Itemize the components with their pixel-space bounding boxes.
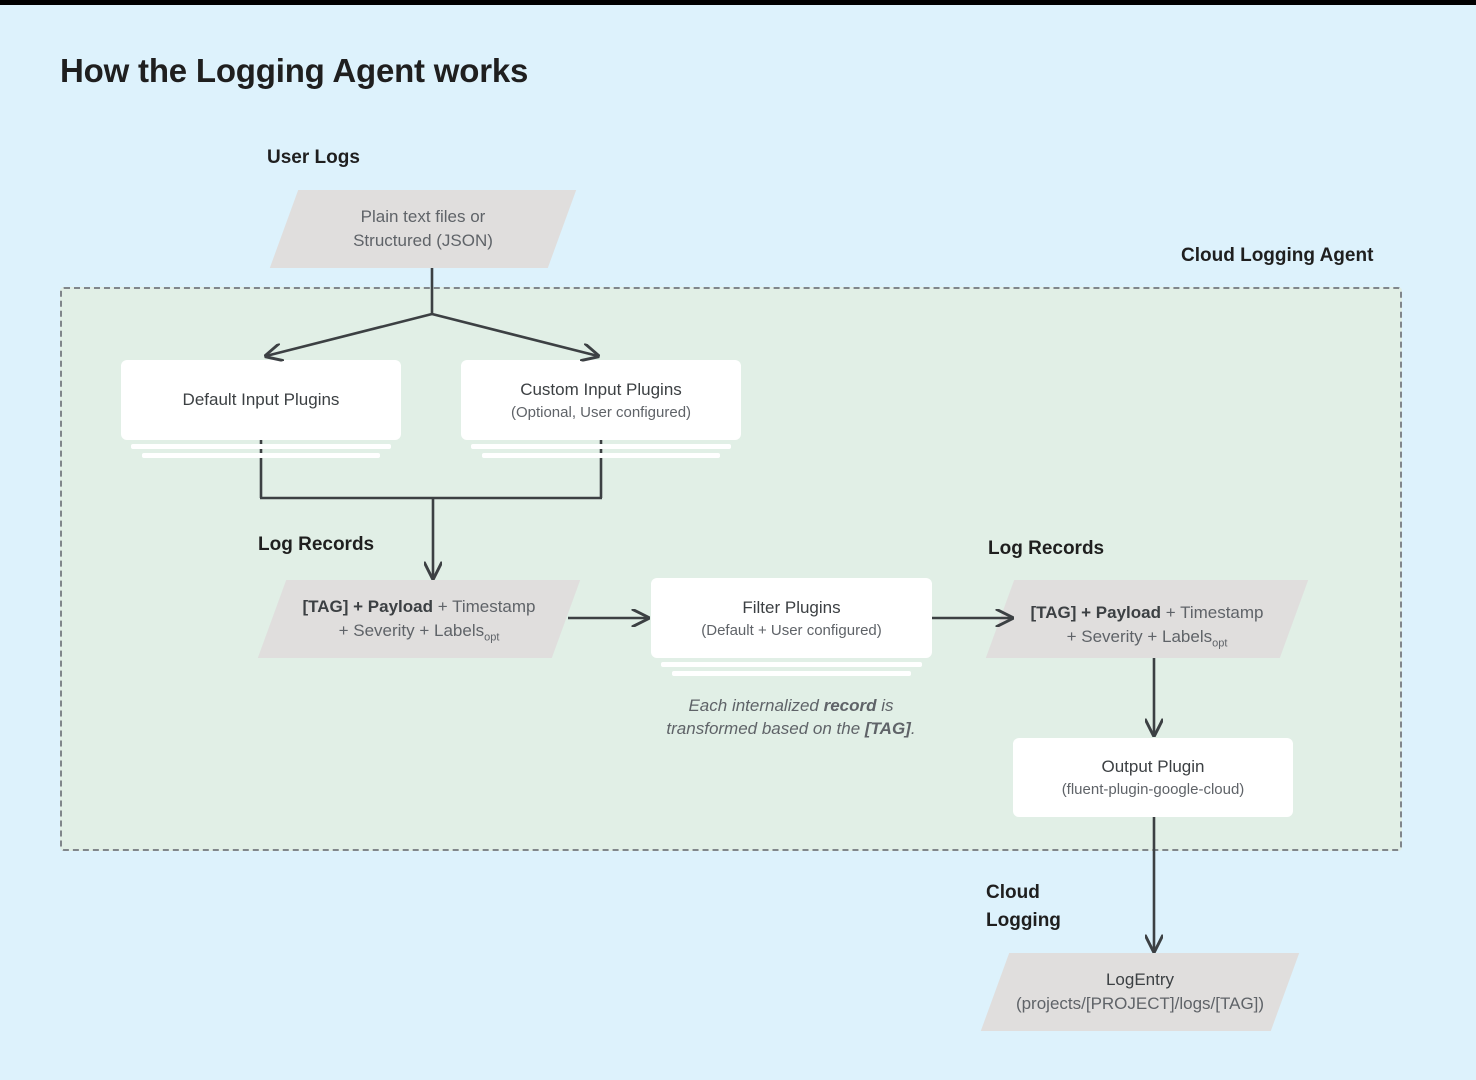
user-logs-line-2: Structured (JSON) <box>353 231 493 250</box>
page-title: How the Logging Agent works <box>60 52 529 89</box>
log-entry-label: LogEntry (projects/[PROJECT]/logs/[TAG]) <box>990 968 1290 1016</box>
zone-label-cloud-logging-agent: Cloud Logging Agent <box>1181 245 1374 266</box>
filter-plugins-subtitle: (Default + User configured) <box>701 621 882 639</box>
custom-input-plugins-card[interactable]: Custom Input Plugins (Optional, User con… <box>461 360 741 440</box>
output-plugin-card[interactable]: Output Plugin (fluent-plugin-google-clou… <box>1013 738 1293 817</box>
default-input-stack-layer-1 <box>131 444 391 449</box>
log-entry-subtitle: (projects/[PROJECT]/logs/[TAG]) <box>1015 994 1265 1013</box>
log-record-right-rest-2: + Severity + Labels <box>1066 627 1213 646</box>
output-plugin-title: Output Plugin <box>1101 757 1205 776</box>
log-record-right-payload: Payload <box>1095 603 1161 622</box>
log-record-right-label: [TAG] + Payload + Timestamp + Severity +… <box>996 601 1298 655</box>
filter-caption-2c: . <box>910 719 916 738</box>
zone-label-cloud-logging: Cloud Logging <box>986 879 1061 935</box>
log-record-left-tag: [TAG] <box>302 597 349 616</box>
filter-caption-2a: transformed based on the <box>666 719 865 738</box>
custom-input-stack-layer-1 <box>471 444 731 449</box>
filter-caption-2b: [TAG] <box>864 719 911 738</box>
custom-input-plugins-title: Custom Input Plugins <box>520 379 682 399</box>
custom-input-plugins-subtitle: (Optional, User configured) <box>510 403 692 421</box>
log-record-right-plus: + <box>1076 603 1096 622</box>
filter-caption-1c: is <box>876 696 894 715</box>
cloud-logging-line-1: Cloud <box>986 882 1040 903</box>
log-record-right-sub: opt <box>1212 637 1228 650</box>
log-record-left-line-1: [TAG] + Payload + Timestamp <box>268 595 570 619</box>
custom-input-stack-layer-2 <box>482 453 720 458</box>
log-entry-title: LogEntry <box>1105 970 1175 989</box>
log-record-left-rest-2: + Severity + Labels <box>338 621 485 640</box>
zone-label-log-records-left: Log Records <box>258 534 375 555</box>
output-plugin-subtitle: (fluent-plugin-google-cloud) <box>1061 781 1245 798</box>
log-record-left-line-2: + Severity + Labelsopt <box>268 619 570 649</box>
user-logs-line-1: Plain text files or <box>360 207 486 226</box>
log-record-left-sub: opt <box>484 631 500 644</box>
filter-plugins-stack-layer-1 <box>661 662 922 667</box>
log-record-left-plus: + <box>348 597 368 616</box>
log-record-right-line-1: [TAG] + Payload + Timestamp <box>996 601 1298 625</box>
filter-caption-line-2: transformed based on the [TAG]. <box>641 717 941 740</box>
log-record-right-tag: [TAG] <box>1030 603 1077 622</box>
filter-plugins-stack-layer-2 <box>672 671 911 676</box>
cloud-logging-line-2: Logging <box>986 910 1061 931</box>
log-record-left-payload: Payload <box>367 597 433 616</box>
filter-caption-line-1: Each internalized record is <box>641 694 941 717</box>
filter-plugins-caption: Each internalized record is transformed … <box>641 694 941 740</box>
log-record-right-rest-1: + Timestamp <box>1161 603 1264 622</box>
top-black-bar <box>0 0 1476 5</box>
default-input-plugins-title: Default Input Plugins <box>182 390 340 409</box>
log-record-right-line-2: + Severity + Labelsopt <box>996 625 1298 655</box>
zone-label-log-records-right: Log Records <box>988 538 1105 559</box>
filter-caption-1b: record <box>823 696 877 715</box>
filter-plugins-title: Filter Plugins <box>742 597 841 617</box>
log-record-left-rest-1: + Timestamp <box>433 597 536 616</box>
zone-label-user-logs: User Logs <box>267 147 360 168</box>
user-logs-shape-label: Plain text files or Structured (JSON) <box>284 205 562 253</box>
default-input-plugins-card[interactable]: Default Input Plugins <box>121 360 401 440</box>
default-input-stack-layer-2 <box>142 453 380 458</box>
filter-caption-1a: Each internalized <box>688 696 824 715</box>
log-record-left-label: [TAG] + Payload + Timestamp + Severity +… <box>268 595 570 649</box>
filter-plugins-card[interactable]: Filter Plugins (Default + User configure… <box>651 578 932 658</box>
